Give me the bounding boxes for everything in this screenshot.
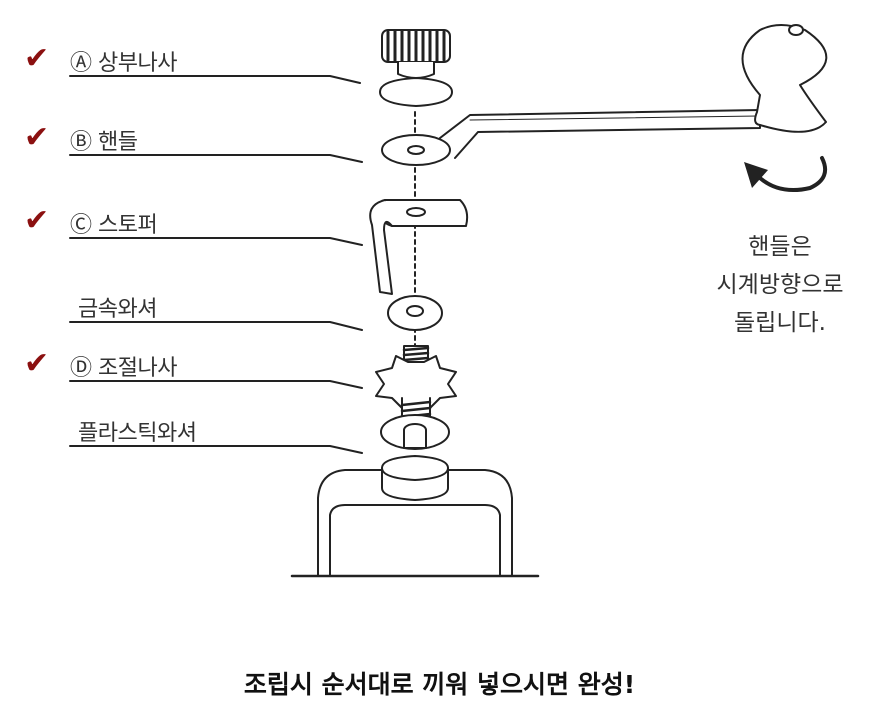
part-label-metal-washer: 금속와셔 xyxy=(78,297,157,322)
checkmark-icon: ✔ xyxy=(24,120,50,155)
grinder-body xyxy=(290,455,540,578)
checkmark-icon: ✔ xyxy=(24,203,50,238)
part-label-stopper: Ⓒ 스토퍼 xyxy=(70,213,158,238)
part-label-top-screw: Ⓐ 상부나사 xyxy=(70,51,177,76)
rotation-note-line: 시계방향으로 xyxy=(716,272,844,298)
handle xyxy=(381,24,828,166)
checkmark-icon: ✔ xyxy=(24,41,50,76)
part-label-handle: Ⓑ 핸들 xyxy=(70,130,138,155)
metal-washer xyxy=(387,295,443,331)
part-label-adjusting-screw: Ⓓ 조절나사 xyxy=(70,356,177,381)
leader-lines xyxy=(69,75,363,454)
clockwise-arrow-icon xyxy=(744,156,827,192)
stopper xyxy=(369,199,469,295)
rotation-note-line: 돌립니다. xyxy=(734,310,826,336)
assembly-footer-text: 조립시 순서대로 끼워 넣으시면 완성! xyxy=(243,670,636,699)
plastic-washer xyxy=(380,414,450,450)
rotation-note-line: 핸들은 xyxy=(748,234,812,260)
rotation-note: 핸들은 시계방향으로 돌립니다. xyxy=(690,228,870,342)
top-knob-screw xyxy=(379,29,453,107)
part-label-plastic-washer: 플라스틱와셔 xyxy=(78,421,197,446)
checkmark-icon: ✔ xyxy=(24,346,50,381)
